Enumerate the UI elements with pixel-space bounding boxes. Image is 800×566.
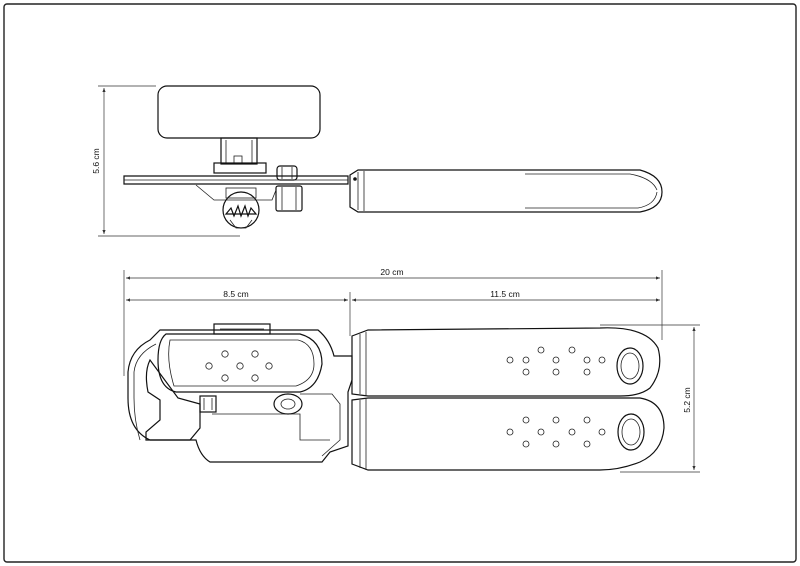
label-handle-length: 11.5 cm [490,289,520,299]
page-border [3,3,797,563]
handle-lower-holes [506,416,606,448]
dimension-width: 5.2 cm [600,324,700,473]
label-side-height: 5.6 cm [91,148,101,174]
handle-lower [351,397,665,471]
label-total-length: 20 cm [380,267,403,277]
label-head-length: 8.5 cm [223,289,249,299]
top-view [127,323,665,471]
dimension-split-lengths: 8.5 cm 11.5 cm [125,289,660,336]
dimension-total-length: 20 cm [123,267,663,376]
hang-hole-lower [617,413,645,451]
cutting-gear [222,187,260,229]
hang-hole-upper [616,347,644,385]
side-handle [349,169,663,213]
base-plate [123,175,349,185]
handle-upper-holes [506,346,606,376]
head-frame [127,329,353,463]
turning-knob [157,85,321,139]
head-grip-top [157,333,323,393]
label-width: 5.2 cm [682,387,692,413]
knob-shaft [220,137,258,165]
head-grip-holes [205,350,273,382]
dimension-height-side: 5.6 cm [91,85,240,237]
handle-upper [351,327,661,397]
side-view [123,85,663,229]
